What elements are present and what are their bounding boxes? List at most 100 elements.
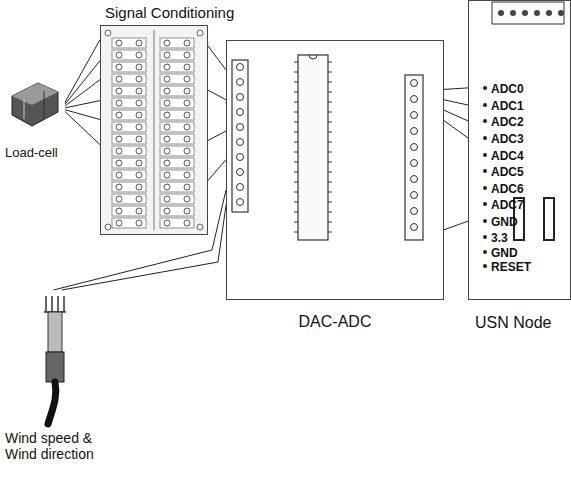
ic-pin [328, 202, 332, 203]
wind-sensor: Wind speed & Wind direction [3, 290, 123, 470]
board-label: DAC-ADC [227, 313, 443, 331]
ic-pin [294, 142, 298, 143]
signal-wire [208, 46, 226, 70]
terminal-block [160, 218, 194, 228]
terminal-screw [184, 100, 190, 106]
terminal-block [160, 38, 194, 48]
connector-pin [411, 144, 418, 151]
connector-pin [237, 154, 244, 161]
terminal-screw [136, 52, 142, 58]
terminal-screw [136, 208, 142, 214]
ic-pin [294, 152, 298, 153]
terminal-screw [164, 172, 170, 178]
connector-pin [237, 64, 244, 71]
pin-dot [483, 264, 487, 268]
connector-pin [411, 208, 418, 215]
ic-pin [328, 152, 332, 153]
terminal-screw [136, 136, 142, 142]
header-pin [534, 10, 540, 16]
pin-label: ADC4 [491, 150, 524, 162]
terminal-block [112, 110, 146, 120]
terminal-block [112, 182, 146, 192]
terminal-screw [136, 100, 142, 106]
mount-hole [105, 30, 111, 36]
pin-label: ADC6 [491, 183, 524, 195]
ic-pin [328, 142, 332, 143]
terminal-screw [184, 136, 190, 142]
board-ground [100, 25, 208, 235]
terminal-block [160, 98, 194, 108]
terminal-screw [116, 40, 122, 46]
terminal-block [160, 170, 194, 180]
board-label: USN Node [475, 314, 551, 332]
load-cell-icon [12, 83, 58, 126]
header-pin [558, 10, 564, 16]
terminal-block [112, 206, 146, 216]
connector-pin [237, 139, 244, 146]
pin-label: GND [491, 247, 518, 259]
connector-pin [411, 224, 418, 231]
terminal-screw [184, 220, 190, 226]
terminal-screw [164, 100, 170, 106]
pin-dot [483, 103, 487, 107]
terminal-screw [164, 88, 170, 94]
terminal-screw [116, 64, 122, 70]
terminal-screw [184, 64, 190, 70]
terminal-screw [136, 124, 142, 130]
ic-pin [328, 62, 332, 63]
terminal-screw [164, 76, 170, 82]
terminal-block [112, 134, 146, 144]
terminal-block [160, 86, 194, 96]
terminal-block [160, 122, 194, 132]
pin-label: ADC7 [491, 199, 524, 211]
signal-wire [444, 121, 468, 138]
terminal-screw [136, 220, 142, 226]
terminal-screw [116, 160, 122, 166]
pin-dot [483, 235, 487, 239]
terminal-screw [164, 112, 170, 118]
terminal-block [160, 134, 194, 144]
terminal-block [160, 110, 194, 120]
terminal-screw [116, 196, 122, 202]
terminal-screw [116, 148, 122, 154]
connector-pin [237, 199, 244, 206]
terminal-screw [184, 208, 190, 214]
terminal-screw [184, 40, 190, 46]
terminal-screw [184, 172, 190, 178]
terminal-screw [116, 88, 122, 94]
ic-pin [328, 82, 332, 83]
ic-pin [294, 62, 298, 63]
terminal-screw [116, 100, 122, 106]
pin-dot [483, 136, 487, 140]
terminal-screw [136, 88, 142, 94]
terminal-screw [184, 76, 190, 82]
signal-wire [62, 205, 226, 290]
wind-sensor-head [44, 296, 66, 312]
terminal-block [160, 74, 194, 84]
pin-dot [483, 219, 487, 223]
ic-pin [328, 102, 332, 103]
terminal-screw [164, 208, 170, 214]
ic-pin [294, 92, 298, 93]
sensor-label: Wind speed & Wind direction [5, 430, 113, 462]
terminal-block [112, 122, 146, 132]
signal-wire [53, 190, 226, 290]
terminal-screw [116, 112, 122, 118]
terminal-screw [184, 112, 190, 118]
terminal-block [160, 194, 194, 204]
signal-wire [208, 131, 226, 141]
ic-pin [328, 122, 332, 123]
terminal-screw [116, 52, 122, 58]
connector-pin [237, 109, 244, 116]
pin-label: ADC0 [491, 83, 524, 95]
usn-node-board: USN NodeADC0ADC1ADC2ADC3ADC4ADC5ADC6ADC7… [468, 0, 571, 300]
terminal-screw [164, 148, 170, 154]
ic-pin [328, 172, 332, 173]
board-title: Signal Conditioning [105, 4, 234, 21]
ic-pin [328, 232, 332, 233]
terminal-block [112, 158, 146, 168]
terminal-screw [164, 136, 170, 142]
connector-pin [411, 128, 418, 135]
